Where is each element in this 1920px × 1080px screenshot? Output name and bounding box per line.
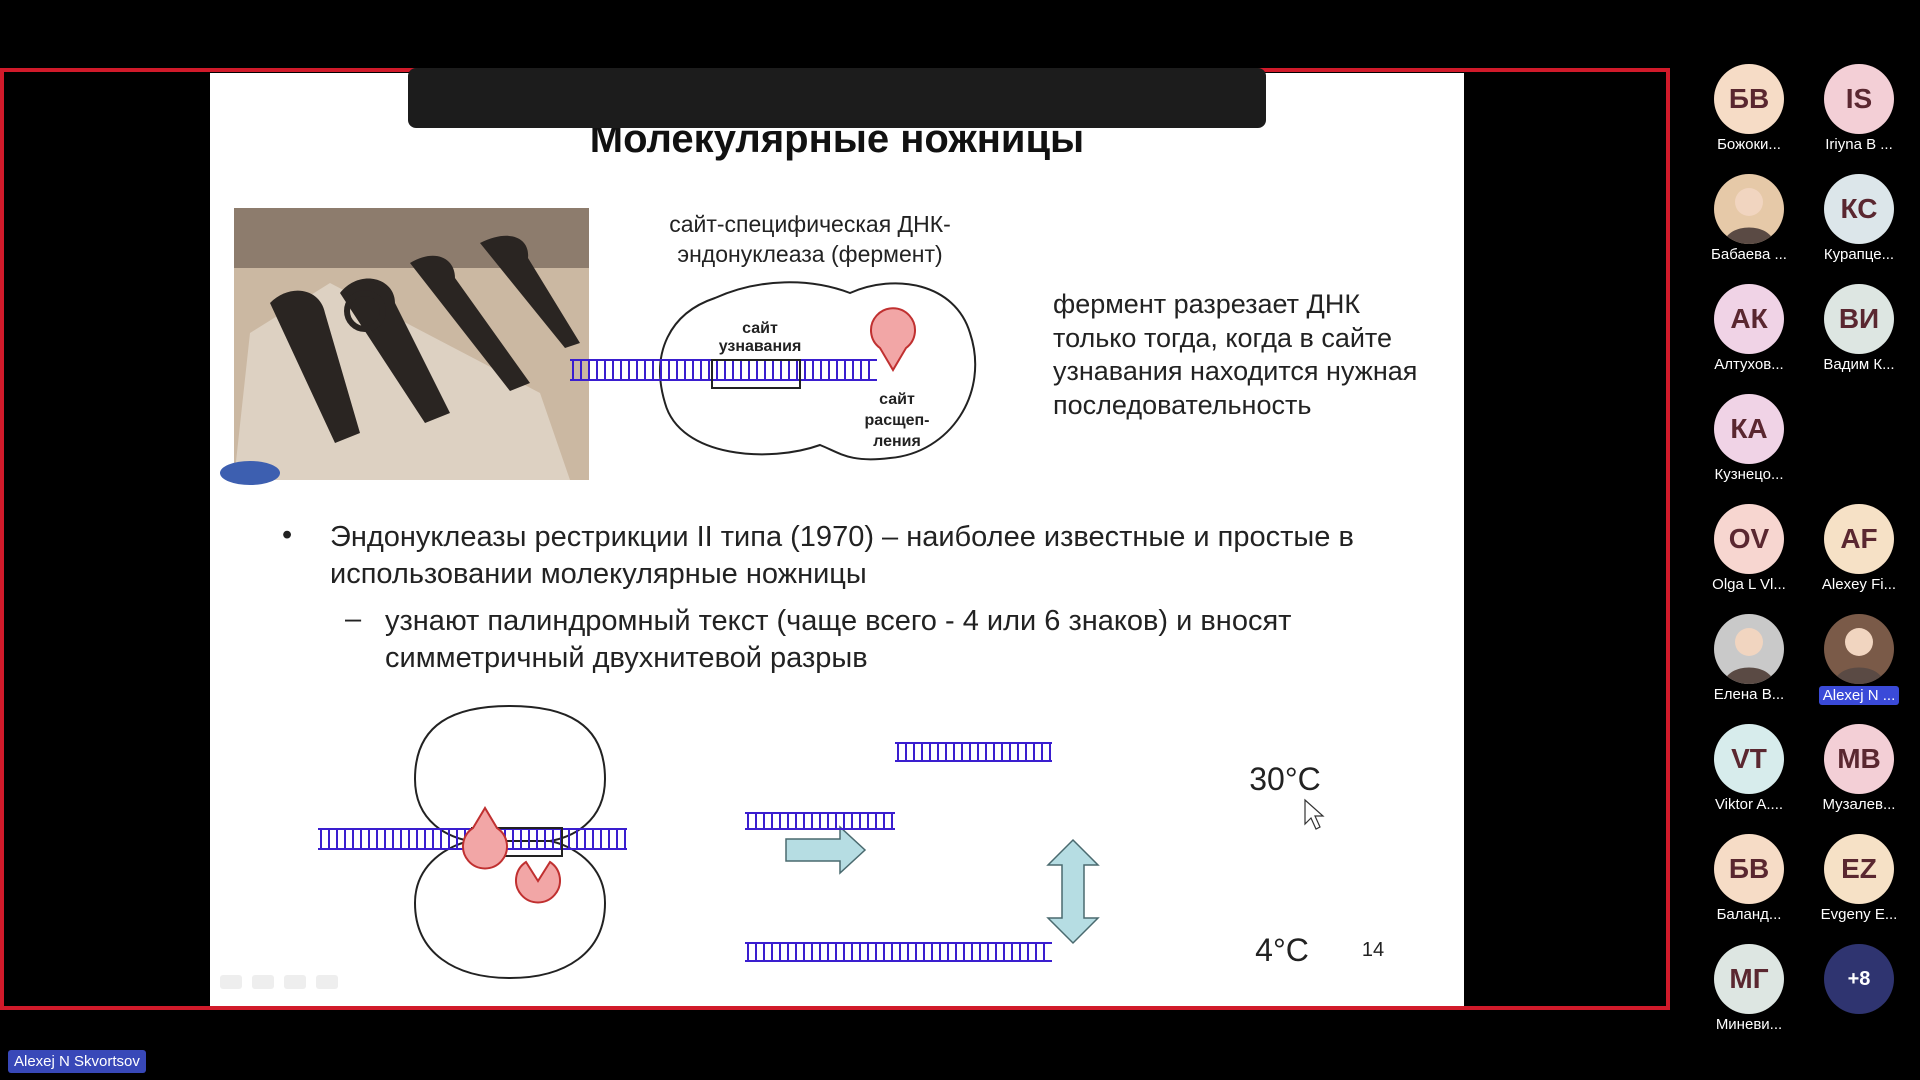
avatar: +8 (1824, 944, 1894, 1014)
cleavage-label-1: сайт (879, 391, 915, 408)
avatar: МГ (1714, 944, 1784, 1014)
dna-fragments (745, 742, 1052, 962)
avatar: КС (1824, 174, 1894, 244)
participant-name: Viktor A.... (1714, 796, 1784, 813)
avatar-initials: VT (1731, 743, 1767, 774)
slide-menu-button[interactable] (284, 975, 306, 989)
participant-tile[interactable]: Елена В... (1694, 614, 1804, 703)
participant-tile[interactable]: КА Кузнецо... (1694, 394, 1804, 483)
enzyme-caption-line1: сайт-специфическая ДНК- (669, 211, 951, 237)
avatar-initials: КА (1730, 413, 1768, 444)
participant-name: Елена В... (1713, 686, 1785, 703)
prev-slide-button[interactable] (220, 975, 242, 989)
recognition-label-2: узнавания (719, 338, 802, 355)
bullet-dash: – (345, 603, 362, 635)
participant-tile[interactable]: БВ Баланд... (1694, 834, 1804, 923)
recognition-label-1: сайт (742, 320, 778, 337)
participant-tile[interactable]: VT Viktor A.... (1694, 724, 1804, 813)
avatar-initials: AF (1840, 523, 1878, 554)
avatar-photo (1714, 174, 1784, 244)
participant-tile[interactable]: AF Alexey Fi... (1804, 504, 1914, 593)
temperature-low: 4°C (1255, 932, 1309, 968)
participant-name: Evgeny E... (1820, 906, 1898, 923)
enzyme-caption-line2: эндонуклеаза (фермент) (677, 241, 943, 267)
participant-tile[interactable]: КС Курапце... (1804, 174, 1914, 263)
avatar: IS (1824, 64, 1894, 134)
avatar: КА (1714, 394, 1784, 464)
avatar: OV (1714, 504, 1784, 574)
avatar-initials: ВИ (1838, 303, 1880, 334)
mouse-cursor-icon (1304, 798, 1325, 830)
avatar-initials: БВ (1728, 853, 1770, 884)
participant-name: Alexey Fi... (1821, 576, 1897, 593)
presentation-slide: сайт узнавания сайт расщеп- ления 30°C 4… (210, 73, 1464, 1006)
cleavage-label-2: расщеп- (865, 412, 930, 429)
participant-name: Музалев... (1822, 796, 1896, 813)
share-toolbar[interactable] (408, 68, 1266, 128)
active-speaker-label: Alexej N Skvortsov (8, 1050, 146, 1073)
participant-tile[interactable]: БВ Божоки... (1694, 64, 1804, 153)
bullet-dot: • (282, 519, 293, 551)
arrow-right-icon (785, 825, 867, 875)
participant-tile[interactable]: Бабаева ... (1694, 174, 1804, 263)
participant-tile[interactable]: OV Olga L Vl... (1694, 504, 1804, 593)
avatar-initials: КС (1840, 193, 1878, 224)
participant-tile[interactable]: +8 (1804, 944, 1914, 1014)
enzyme-site-upper (462, 806, 508, 870)
participant-tile[interactable]: IS Iriyna B ... (1804, 64, 1914, 153)
participant-tile[interactable]: ВИ Вадим К... (1804, 284, 1914, 373)
participant-name: Alexej N ... (1818, 686, 1900, 705)
avatar: БВ (1714, 64, 1784, 134)
slide-diagrams: сайт узнавания сайт расщеп- ления 30°C 4… (220, 208, 1384, 980)
participant-name: Баланд... (1716, 906, 1782, 923)
avatar-initials: АК (1730, 303, 1768, 334)
participant-name: Кузнецо... (1714, 466, 1784, 483)
enzyme-cleavage-site (870, 307, 916, 372)
scissors-photo (220, 208, 589, 485)
side-explanation: фермент разрезает ДНК только тогда, когд… (1053, 289, 1418, 420)
avatar-initials: БВ (1728, 83, 1770, 114)
next-slide-button[interactable] (316, 975, 338, 989)
participant-name: Вадим К... (1823, 356, 1895, 373)
avatar: БВ (1714, 834, 1784, 904)
cleavage-label-3: ления (873, 433, 921, 450)
avatar: AF (1824, 504, 1894, 574)
avatar-initials: МГ (1729, 963, 1769, 994)
avatar: АК (1714, 284, 1784, 354)
avatar: МВ (1824, 724, 1894, 794)
avatar: ВИ (1824, 284, 1894, 354)
avatar-initials: OV (1728, 523, 1770, 554)
avatar: VT (1714, 724, 1784, 794)
participant-name: Iriyna B ... (1825, 136, 1893, 153)
participant-name: Алтухов... (1714, 356, 1784, 373)
pen-tool-button[interactable] (252, 975, 274, 989)
participant-name: Миневи... (1715, 1016, 1783, 1033)
avatar-initials: МВ (1837, 743, 1881, 774)
participant-tile[interactable]: EZ Evgeny E... (1804, 834, 1914, 923)
participant-name: Курапце... (1823, 246, 1895, 263)
enzyme-caption: сайт-специфическая ДНК- эндонуклеаза (фе… (650, 209, 970, 269)
double-arrow-icon (1046, 838, 1100, 945)
avatar-photo (1714, 614, 1784, 684)
page-number: 14 (1362, 939, 1384, 961)
dimer-diagram (318, 704, 627, 980)
enzyme-site-lower (515, 860, 561, 904)
participant-name: Бабаева ... (1711, 246, 1787, 263)
avatar-initials: +8 (1847, 967, 1871, 990)
avatar-initials: IS (1845, 83, 1873, 114)
participant-tile[interactable]: АК Алтухов... (1694, 284, 1804, 373)
participant-name: Божоки... (1717, 136, 1781, 153)
participant-tile[interactable]: МВ Музалев... (1804, 724, 1914, 813)
avatar-photo (1824, 614, 1894, 684)
participant-tile[interactable]: Alexej N ... (1804, 614, 1914, 705)
participant-name: Olga L Vl... (1712, 576, 1786, 593)
recognition-site-box (711, 359, 801, 389)
temperature-high: 30°C (1249, 761, 1321, 797)
participant-tile[interactable]: МГ Миневи... (1694, 944, 1804, 1033)
bullet-sub: узнают палиндромный текст (чаще всего - … (385, 605, 1292, 674)
avatar-initials: EZ (1841, 853, 1877, 884)
avatar: EZ (1824, 834, 1894, 904)
enzyme-diagram: сайт узнавания сайт расщеп- ления (570, 281, 977, 461)
bullet-main: Эндонуклеазы рестрикции II типа (1970) –… (330, 521, 1354, 590)
